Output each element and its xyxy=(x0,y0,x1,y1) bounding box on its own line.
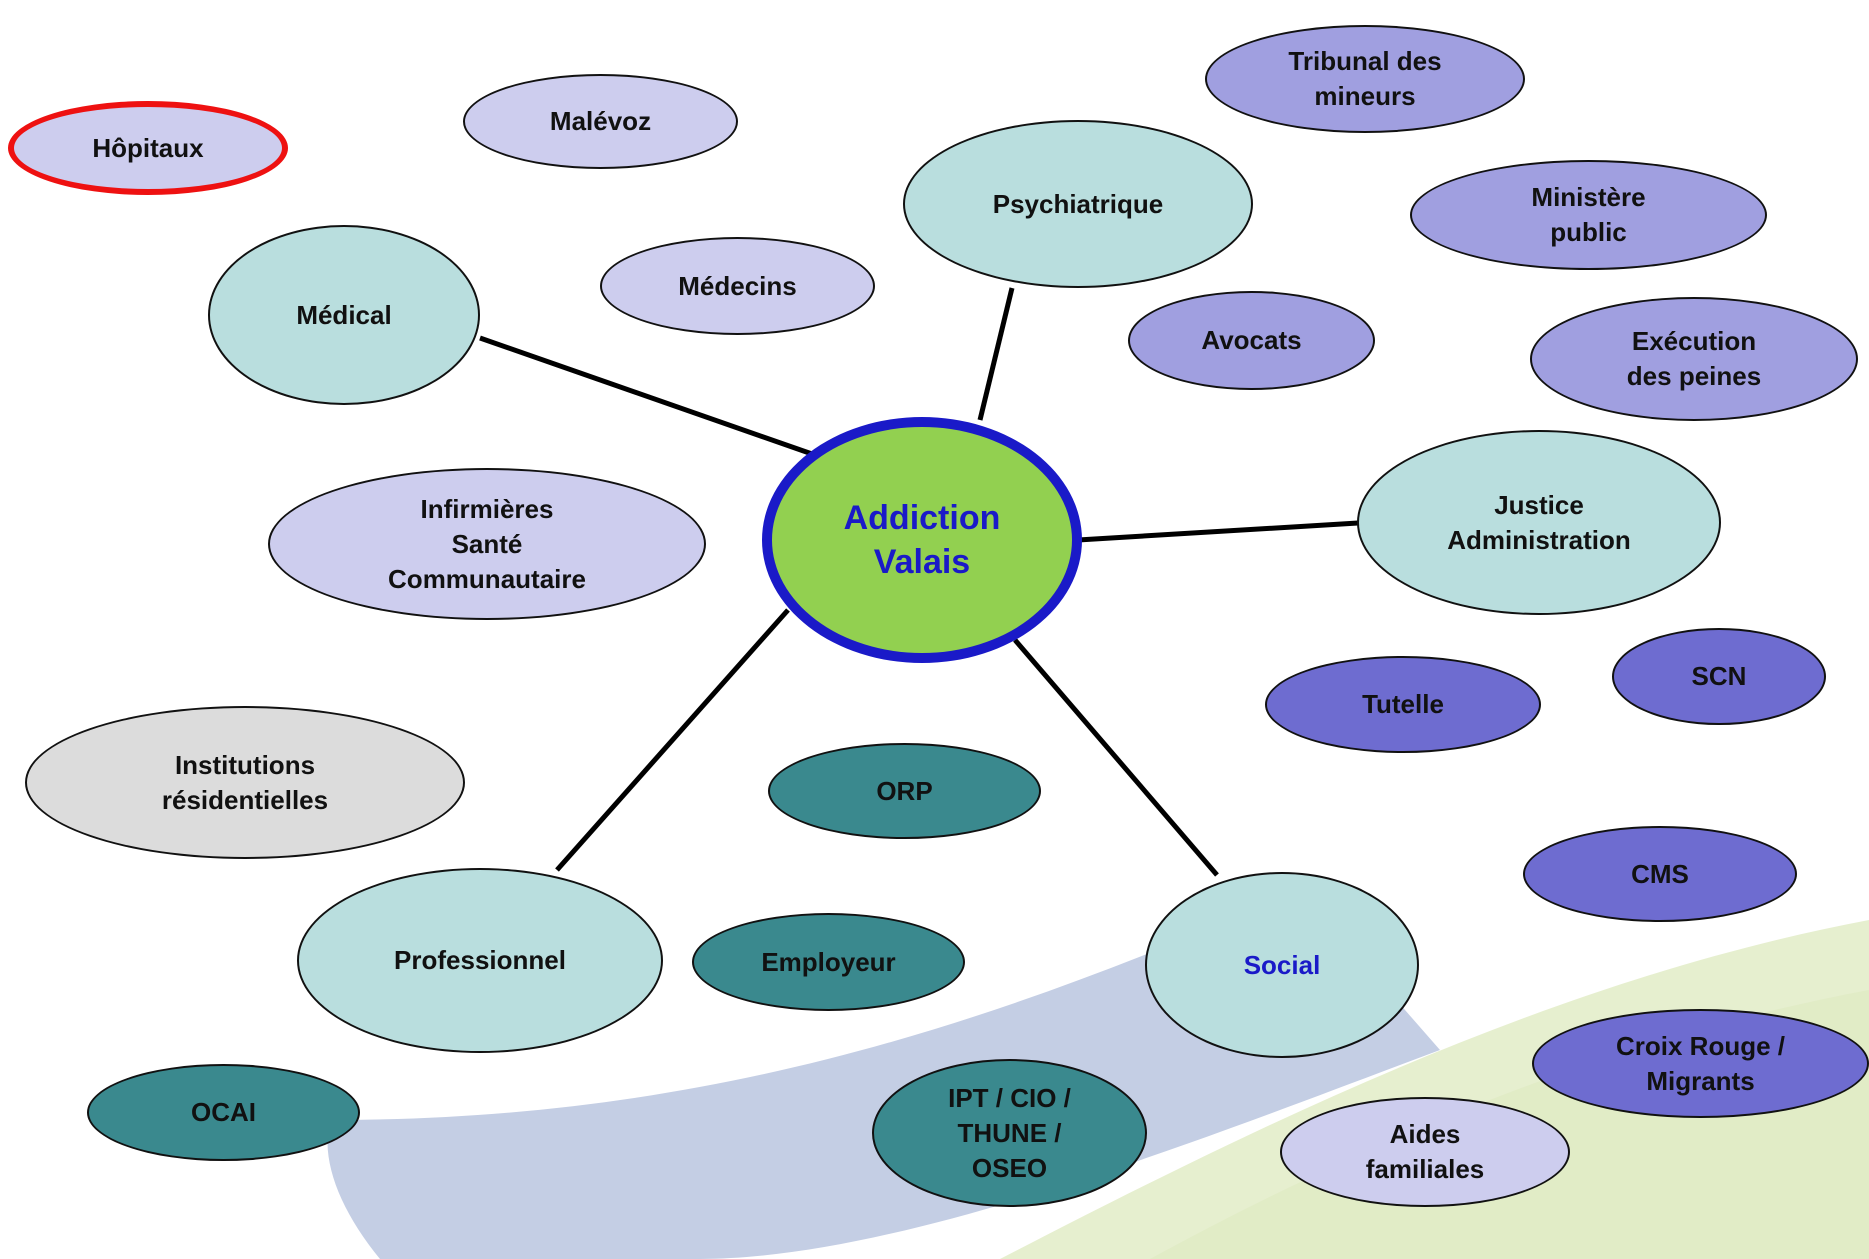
hub-psychiatrique: Psychiatrique xyxy=(903,120,1253,288)
node-scn: SCN xyxy=(1612,628,1826,725)
node-tutelle-label: Tutelle xyxy=(1362,689,1444,719)
node-ipt: IPT / CIO / THUNE / OSEO xyxy=(872,1059,1147,1207)
node-ocai: OCAI xyxy=(87,1064,360,1161)
node-employeur-label: Employeur xyxy=(761,946,896,977)
hub-social-label: Social xyxy=(1243,949,1321,980)
connector-professionnel xyxy=(555,608,790,872)
node-cms: CMS xyxy=(1523,826,1797,922)
node-croix-rouge-label: Croix Rouge / Migrants xyxy=(1615,1030,1785,1096)
node-execution: Exécution des peines xyxy=(1530,297,1858,421)
node-infirmieres-label: Infirmières Santé Communautaire xyxy=(388,493,586,594)
hub-medical: Médical xyxy=(208,225,480,405)
hub-social: Social xyxy=(1145,872,1419,1058)
node-institutions-label: Institutions résidentielles xyxy=(161,749,329,815)
center-node-addiction-valais: Addiction Valais xyxy=(762,417,1082,663)
node-orp: ORP xyxy=(768,743,1041,839)
hub-medical-label: Médical xyxy=(296,299,392,330)
hub-professionnel: Professionnel xyxy=(297,868,663,1053)
node-hopitaux-label: Hôpitaux xyxy=(92,132,204,163)
node-aides-label: Aides familiales xyxy=(1365,1119,1485,1184)
node-croix-rouge: Croix Rouge / Migrants xyxy=(1532,1009,1869,1118)
node-avocats-label: Avocats xyxy=(1201,325,1302,355)
node-orp-label: ORP xyxy=(876,775,933,806)
node-medecins: Médecins xyxy=(600,237,875,335)
node-ministere: Ministère public xyxy=(1410,160,1767,270)
node-ocai-label: OCAI xyxy=(191,1097,256,1127)
connector-justice xyxy=(1077,520,1359,543)
node-execution-label: Exécution des peines xyxy=(1626,326,1762,391)
hub-justice: Justice Administration xyxy=(1357,430,1721,615)
node-infirmieres: Infirmières Santé Communautaire xyxy=(268,468,706,620)
center-title: Addiction Valais xyxy=(843,499,1001,581)
node-ministere-label: Ministère public xyxy=(1531,182,1646,247)
hub-professionnel-label: Professionnel xyxy=(394,945,566,975)
connectors xyxy=(479,287,1359,877)
node-aides-familiales: Aides familiales xyxy=(1280,1097,1570,1207)
node-malevoz-label: Malévoz xyxy=(549,106,652,136)
hub-psychiatrique-label: Psychiatrique xyxy=(992,188,1164,219)
connector-social xyxy=(1013,638,1219,877)
node-avocats: Avocats xyxy=(1128,291,1375,390)
connector-psychiatrique xyxy=(977,287,1015,421)
node-ipt-label: IPT / CIO / THUNE / OSEO xyxy=(948,1082,1071,1183)
node-malevoz: Malévoz xyxy=(463,74,738,169)
node-medecins-label: Médecins xyxy=(678,270,797,301)
node-institutions: Institutions résidentielles xyxy=(25,706,465,859)
node-employeur: Employeur xyxy=(692,913,965,1011)
node-tribunal-label: Tribunal des mineurs xyxy=(1288,46,1442,111)
node-tribunal: Tribunal des mineurs xyxy=(1205,25,1525,133)
node-hopitaux: Hôpitaux xyxy=(8,101,288,195)
node-scn-label: SCN xyxy=(1691,661,1747,691)
connector-medical xyxy=(479,335,816,458)
node-cms-label: CMS xyxy=(1631,858,1689,889)
node-tutelle: Tutelle xyxy=(1265,656,1541,753)
hub-justice-label: Justice Administration xyxy=(1447,489,1631,555)
